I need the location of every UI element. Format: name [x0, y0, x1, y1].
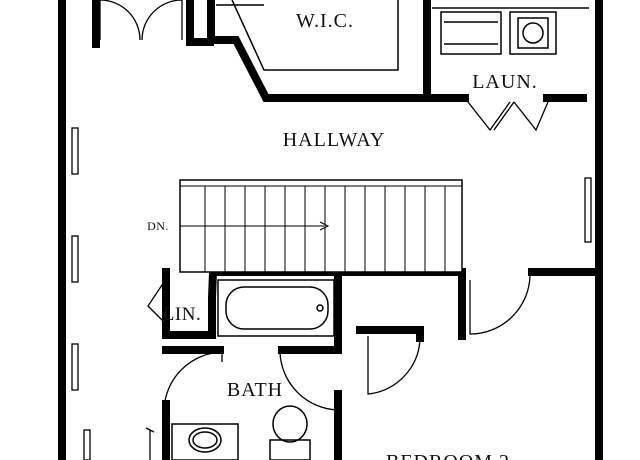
window-left-1 [71, 127, 79, 175]
doors [99, 0, 549, 460]
stair-treads [204, 186, 446, 272]
bedroom-door [469, 275, 531, 335]
label-laundry: LAUN. [472, 71, 538, 93]
wic-bottom-wall [207, 0, 469, 102]
staircase [179, 179, 463, 273]
closet-door [367, 336, 421, 395]
window-left-2 [71, 235, 79, 283]
wic-shelf [231, 0, 399, 71]
window-right [584, 177, 592, 243]
dryer [509, 11, 557, 55]
label-bedroom: BEDROOM 2 [386, 451, 510, 460]
label-linen: LIN. [163, 304, 201, 325]
window-left-3 [71, 343, 79, 391]
label-bath: BATH [227, 379, 283, 401]
laundry-door-left [467, 101, 511, 132]
label-wic: W.I.C. [296, 10, 354, 32]
bath-side-door [145, 427, 155, 460]
wic-left-wall [186, 0, 214, 46]
bath-door-right [279, 351, 339, 411]
vanity [171, 423, 239, 460]
double-door-left [99, 0, 141, 41]
double-door-right [141, 0, 183, 41]
sink [188, 427, 222, 453]
walls [58, 0, 603, 460]
toilet-bowl [272, 405, 308, 443]
linen-door [147, 281, 165, 323]
bath-fixtures [171, 279, 335, 460]
bathtub [217, 279, 335, 337]
bath-door-left [163, 351, 223, 411]
window-left-4 [83, 429, 91, 460]
laundry-appliances [440, 11, 557, 55]
laundry-door-right [493, 101, 549, 132]
washer [440, 11, 502, 55]
tub-drain [316, 304, 324, 312]
stair-arrow-head [319, 221, 330, 231]
room-labels: W.I.C. LAUN. HALLWAY DN. LIN. BATH BEDRO… [147, 10, 538, 460]
label-hallway: HALLWAY [283, 129, 386, 151]
windows [71, 127, 592, 460]
toilet-tank [269, 439, 311, 460]
label-stair-down: DN. [147, 219, 169, 233]
bathtub-basin [225, 286, 329, 330]
thin-lines [216, 0, 589, 71]
